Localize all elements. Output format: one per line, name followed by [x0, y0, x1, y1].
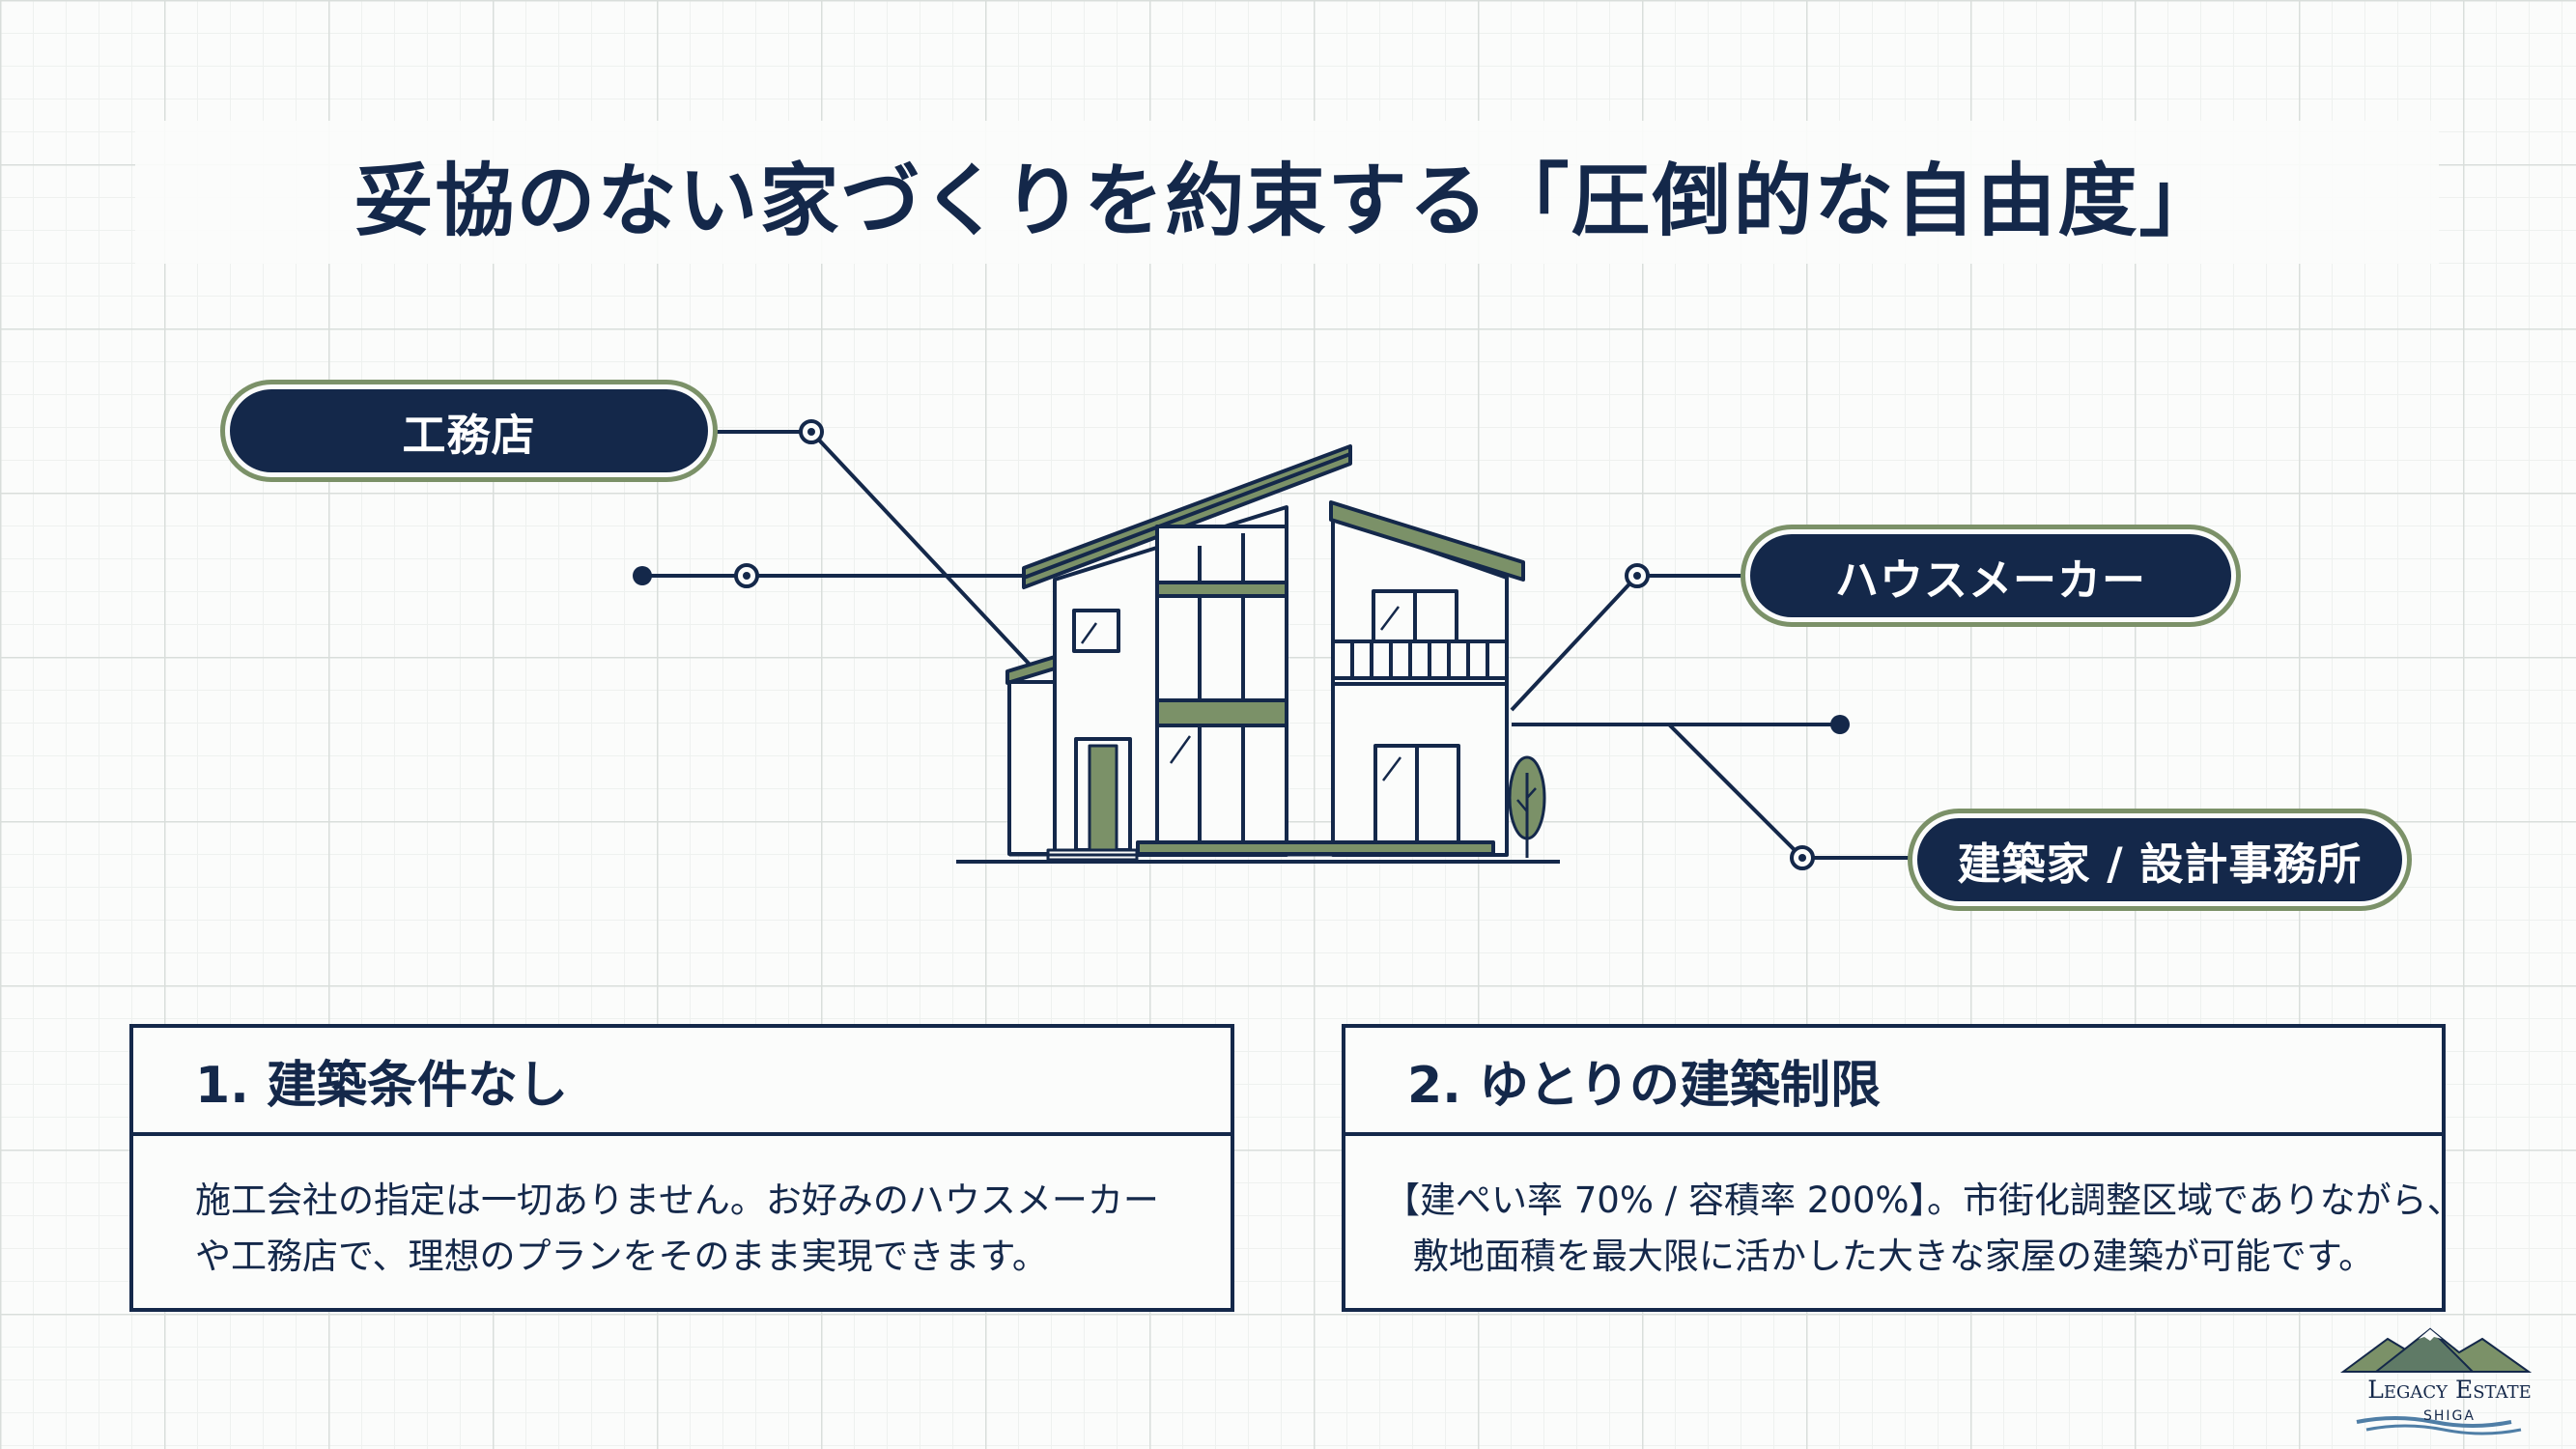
mountain-icon — [2339, 1327, 2533, 1373]
tree-icon — [1508, 755, 1546, 858]
connector-node — [743, 572, 750, 580]
feature-card-no-conditions: 1. 建築条件なし 施工会社の指定は一切ありません。お好みのハウスメーカー や工… — [129, 1024, 1234, 1312]
logo-name: Legacy Estate — [2367, 1376, 2532, 1404]
brand-logo: Legacy Estate SHIGA — [2337, 1325, 2562, 1441]
card-body: 施工会社の指定は一切ありません。お好みのハウスメーカー や工務店で、理想のプラン… — [133, 1136, 1231, 1285]
label-builder: 工務店 — [225, 384, 713, 477]
connector-node — [1830, 715, 1850, 734]
window-band — [1155, 581, 1288, 598]
tall-window — [1155, 525, 1288, 852]
left-annex-roof — [1005, 655, 1057, 685]
connector-line — [1510, 574, 1639, 712]
left-annex — [1007, 680, 1057, 856]
card-heading: 2. ゆとりの建築制限 — [1345, 1028, 2442, 1136]
glass-glint — [1380, 606, 1400, 631]
title-band — [135, 121, 2439, 264]
logo-subtitle: SHIGA — [2423, 1408, 2476, 1424]
card-body: 【建ぺい率 70% / 容積率 200%】。市街化調整区域でありながら、 敷地面… — [1345, 1136, 2463, 1285]
wave-icon — [2356, 1416, 2522, 1435]
glass-glint — [1382, 756, 1401, 781]
page-title: 妥協のない家づくりを約束する「圧倒的な自由度」 — [354, 154, 2221, 247]
connector-node — [633, 566, 652, 585]
card-text-line: 【建ぺい率 70% / 容積率 200%】。市街化調整区域でありながら、 — [1384, 1179, 2463, 1221]
roof-ridge — [1023, 452, 1351, 580]
connector-nodes — [633, 419, 1850, 870]
glass-glint — [1169, 735, 1192, 764]
door-panel — [1088, 744, 1118, 852]
connector-node — [1633, 572, 1641, 580]
glass-glint — [1080, 622, 1098, 644]
connector-line — [809, 430, 1033, 668]
window-band — [1155, 698, 1288, 727]
label-architect: 建築家 / 設計事務所 — [1912, 813, 2407, 906]
connector-lines — [642, 430, 1912, 860]
balcony — [1331, 639, 1509, 680]
card-heading: 1. 建築条件なし — [133, 1028, 1231, 1136]
house-illustration — [956, 444, 1560, 864]
card-text-line: 施工会社の指定は一切ありません。お好みのハウスメーカー — [195, 1179, 1159, 1221]
small-window — [1072, 609, 1120, 653]
feature-card-building-limits: 2. ゆとりの建築制限 【建ぺい率 70% / 容積率 200%】。市街化調整区… — [1342, 1024, 2463, 1312]
label-house-maker: ハウスメーカー — [1745, 529, 2236, 622]
connector-line — [1667, 723, 1804, 860]
base-band — [1136, 840, 1495, 856]
connector-node — [1798, 854, 1806, 862]
card-text-line: 敷地面積を最大限に活かした大きな家屋の建築が可能です。 — [1412, 1236, 2375, 1277]
connector-node — [807, 428, 815, 436]
card-text-line: や工務店で、理想のプランをそのまま実現できます。 — [195, 1236, 1048, 1277]
right-roof — [1329, 500, 1525, 582]
